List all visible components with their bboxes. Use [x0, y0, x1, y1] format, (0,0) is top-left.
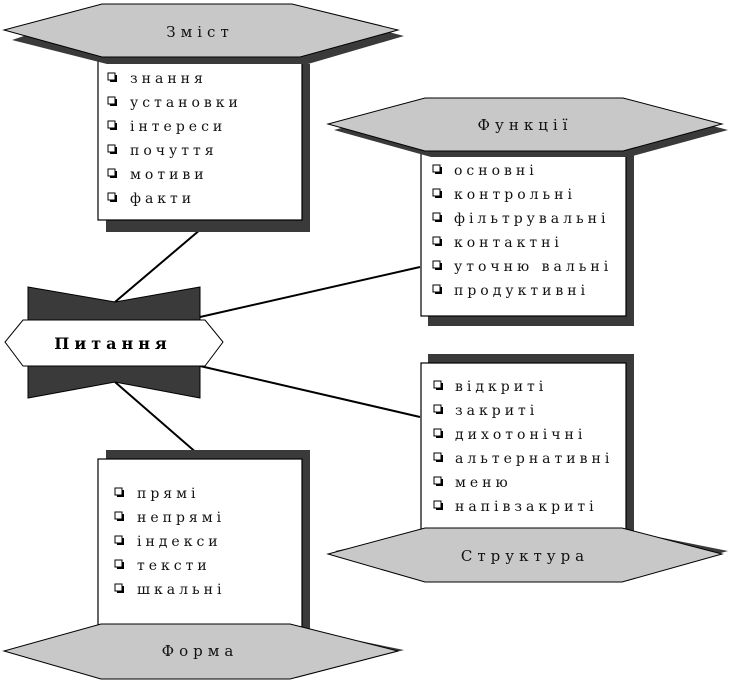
- list-item: факти: [107, 191, 195, 207]
- form-item-label: непрямі: [137, 510, 225, 526]
- functions-box: [420, 147, 627, 317]
- list-item: закриті: [433, 403, 538, 419]
- structure-hexagon: [326, 527, 724, 583]
- list-item: альтернативні: [433, 451, 613, 467]
- list-item: дихотонічні: [433, 427, 586, 443]
- list-item: продуктивні: [432, 283, 589, 299]
- list-item: тексти: [114, 558, 211, 574]
- list-item: почуття: [107, 143, 218, 159]
- structure-group: Структура відкриті закриті дихотонічні а…: [326, 354, 728, 583]
- content-item-label: мотиви: [130, 167, 208, 183]
- form-item-list: прямі непрямі індекси тексти шкальні: [114, 486, 225, 598]
- center-hexagon: [4, 319, 224, 367]
- content-box: [97, 55, 303, 221]
- list-item: відкриті: [433, 379, 547, 395]
- form-item-label: прямі: [137, 486, 200, 502]
- list-item: шкальні: [114, 582, 225, 598]
- form-item-label: тексти: [137, 558, 211, 574]
- functions-title: Функції: [478, 116, 573, 134]
- content-item-list: знання установки інтереси почуття мотиви…: [107, 71, 242, 207]
- connector-functions: [199, 266, 421, 318]
- functions-item-label: уточню вальні: [454, 259, 612, 275]
- content-title: Зміст: [166, 23, 234, 41]
- list-item: індекси: [114, 534, 222, 550]
- form-title: Форма: [162, 642, 239, 660]
- list-item: фільтрувальні: [432, 211, 609, 227]
- functions-item-label: фільтрувальні: [454, 211, 609, 227]
- functions-group: Функції основні контрольні фільтрувальні…: [326, 97, 728, 326]
- functions-item-label: контрольні: [454, 187, 576, 203]
- connector-form: [114, 381, 200, 456]
- list-item: уточню вальні: [432, 259, 612, 275]
- structure-item-label: альтернативні: [455, 451, 613, 467]
- structure-item-label: відкриті: [455, 379, 547, 395]
- form-item-label: індекси: [137, 534, 222, 550]
- content-group: Зміст знання установки інтереси почуття …: [2, 3, 404, 232]
- functions-item-list: основні контрольні фільтрувальні контакт…: [432, 163, 612, 299]
- center-node: Питання: [4, 286, 224, 399]
- list-item: основні: [432, 163, 538, 179]
- structure-title: Структура: [461, 547, 589, 565]
- list-item: установки: [107, 95, 242, 111]
- list-item: напівзакриті: [433, 499, 598, 515]
- structure-item-label: закриті: [455, 403, 538, 419]
- form-group: Форма прямі непрямі індекси тексти шкаль…: [2, 450, 404, 680]
- structure-item-label: дихотонічні: [455, 427, 586, 443]
- content-item-label: установки: [130, 95, 242, 111]
- content-hexagon: [2, 3, 400, 58]
- form-hexagon: [2, 623, 399, 680]
- list-item: прямі: [114, 486, 200, 502]
- functions-item-label: продуктивні: [454, 283, 589, 299]
- form-box: [97, 458, 303, 628]
- list-item: мотиви: [107, 167, 208, 183]
- list-item: контактні: [432, 235, 563, 251]
- connectors: [114, 228, 421, 456]
- content-item-label: інтереси: [130, 119, 226, 135]
- list-item: меню: [433, 475, 512, 491]
- content-item-label: почуття: [130, 143, 218, 159]
- list-item: знання: [107, 71, 207, 87]
- structure-item-list: відкриті закриті дихотонічні альтернатив…: [433, 379, 613, 515]
- structure-item-label: напівзакриті: [455, 499, 598, 515]
- connector-structure: [199, 365, 421, 418]
- functions-item-label: основні: [454, 163, 538, 179]
- structure-item-label: меню: [455, 475, 512, 491]
- functions-hexagon: [326, 97, 724, 152]
- structure-box: [420, 362, 627, 534]
- form-item-label: шкальні: [137, 582, 225, 598]
- connector-content: [114, 228, 202, 303]
- list-item: непрямі: [114, 510, 225, 526]
- content-item-label: факти: [130, 191, 195, 207]
- content-item-label: знання: [130, 71, 207, 87]
- list-item: інтереси: [107, 119, 226, 135]
- list-item: контрольні: [432, 187, 576, 203]
- center-title: Питання: [54, 334, 172, 353]
- functions-item-label: контактні: [454, 235, 563, 251]
